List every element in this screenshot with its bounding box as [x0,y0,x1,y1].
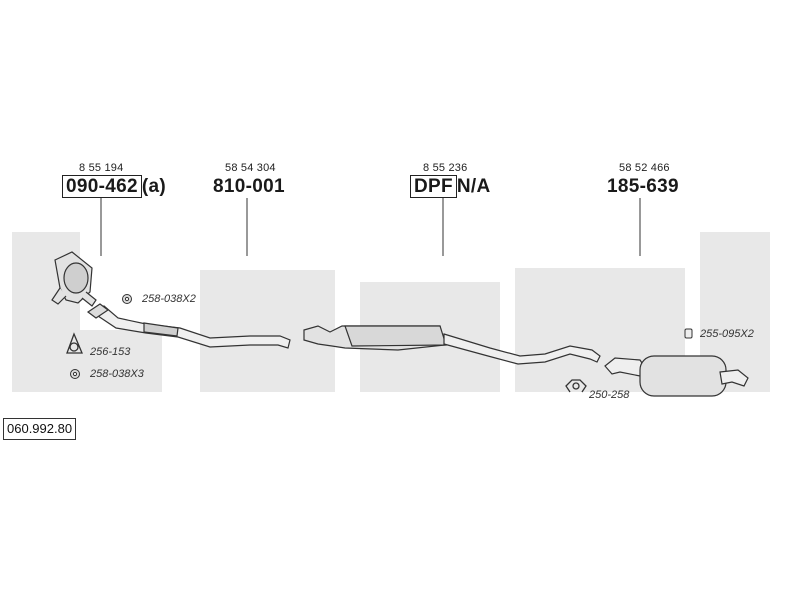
hanger-icon [565,379,587,393]
oem-number-1: 8 55 194 [79,162,124,174]
part-suffix-3: N/A [456,176,491,197]
hanger-label: 250-258 [589,389,630,401]
part-number-1: 090-462 [62,175,142,198]
nut-label-2: 258-038X3 [90,368,144,380]
rear-silencer [604,355,749,397]
oem-number-2: 58 54 304 [225,162,276,174]
clamp-icon [684,328,693,339]
gasket-label: 256-153 [90,346,131,358]
clamp-label: 255-095X2 [700,328,754,340]
part-number-4: 185-639 [607,176,679,197]
leader-lines [100,198,641,256]
catalytic-converter [51,251,97,307]
nut-icon [70,369,80,379]
front-pipe [86,303,291,349]
oem-number-3: 8 55 236 [423,162,468,174]
particulate-filter [303,325,601,365]
reference-number: 060.992.80 [3,418,77,440]
part-number-3: DPF [410,175,457,198]
nut-label-1: 258-038X2 [142,293,196,305]
part-suffix-1: (a) [141,176,166,197]
nut-icon [122,294,132,304]
part-number-2: 810-001 [213,176,285,197]
gasket-icon [66,332,83,354]
watermark-logo [12,232,770,392]
part-label-1: 090-462(a) [62,175,166,198]
oem-number-4: 58 52 466 [619,162,670,174]
